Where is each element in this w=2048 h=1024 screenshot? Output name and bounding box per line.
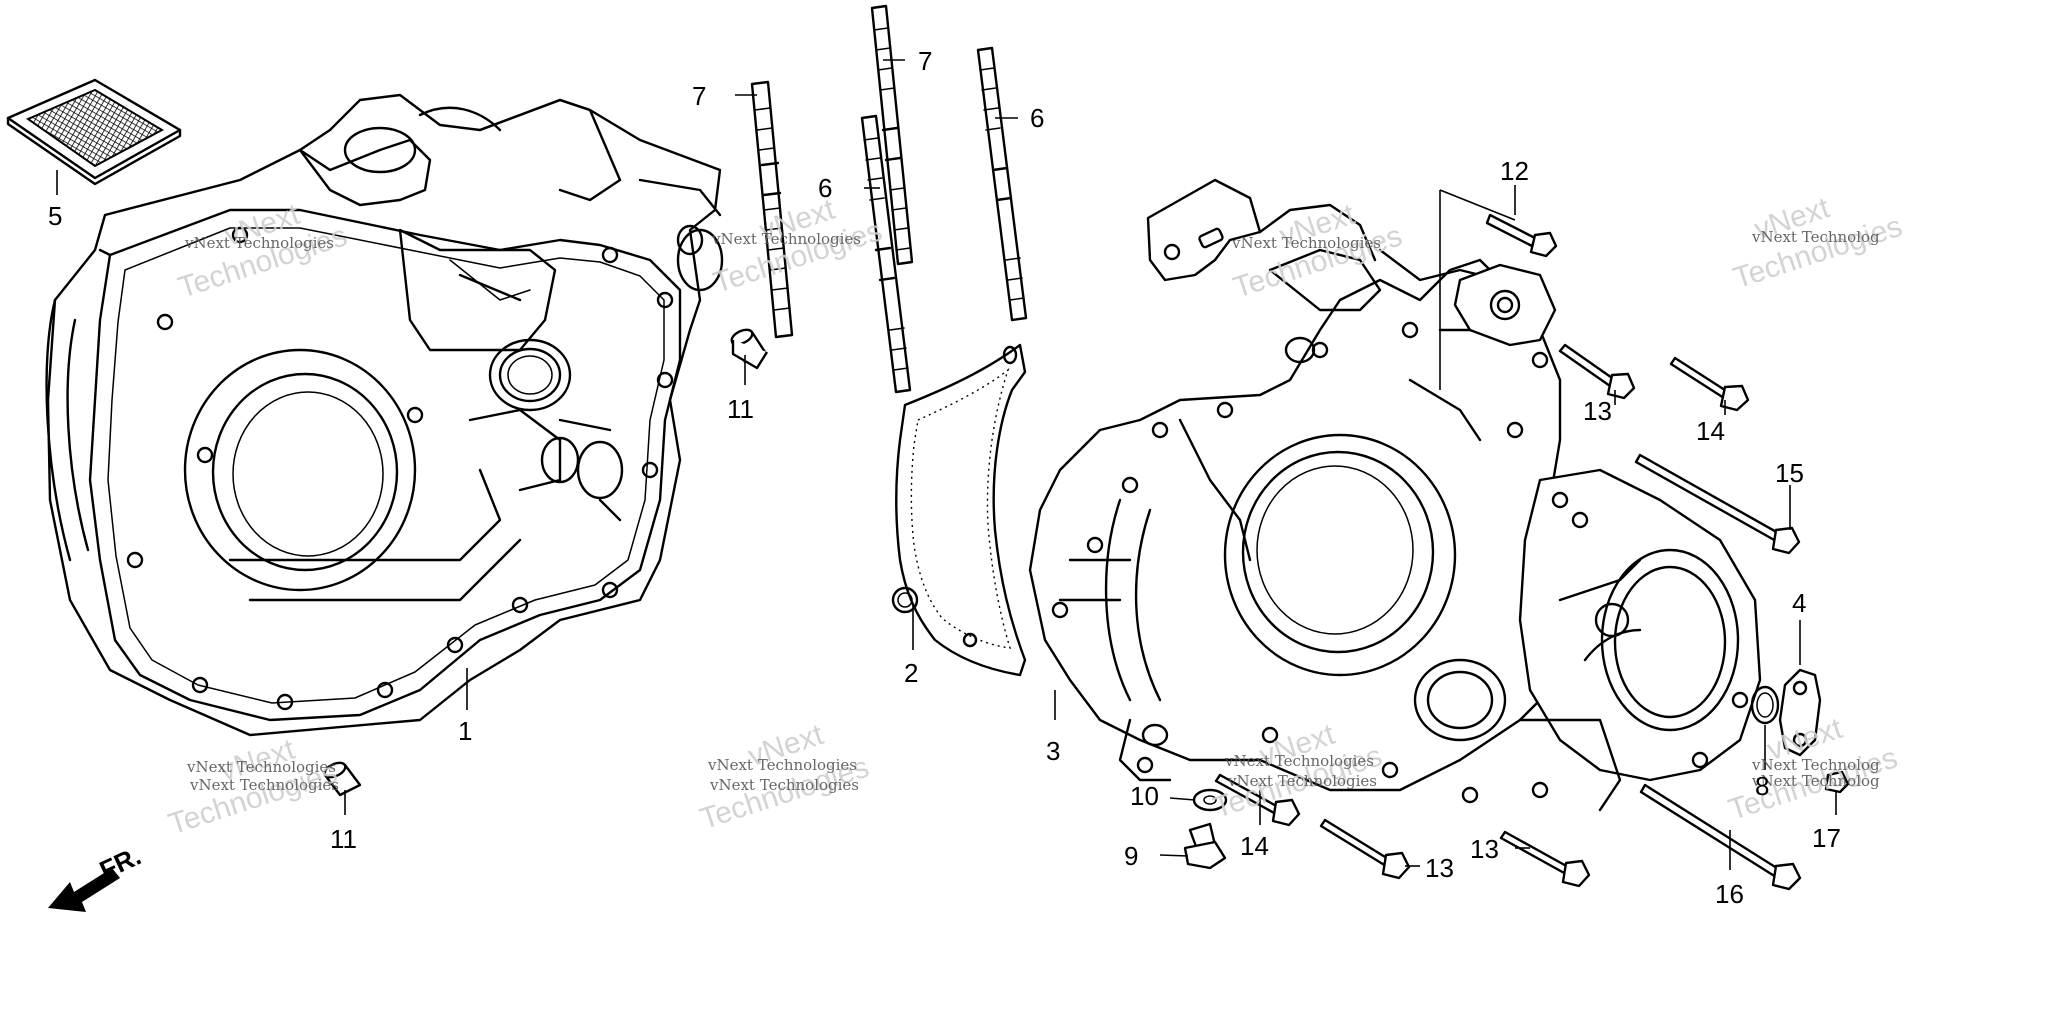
callout-11a: 11: [727, 394, 754, 424]
front-direction-arrow: FR.: [48, 841, 146, 912]
flange-bolt-13-upper: [1558, 343, 1636, 400]
right-crankcase-half: [1028, 178, 1762, 812]
o-ring: [1750, 685, 1780, 725]
watermark-small-6: vNext Technologies: [707, 756, 857, 774]
stud-bolt-7-long: [870, 4, 914, 266]
callout-7a: 7: [692, 81, 706, 111]
bearing-retainer-plate: [1778, 668, 1822, 757]
callout-2: 2: [904, 658, 918, 688]
callout-13c: 13: [1470, 834, 1499, 864]
callout-16: 16: [1715, 879, 1744, 909]
flange-bolt-13-lower-right: [1499, 830, 1591, 888]
watermark-small-7: vNext Technologies: [1224, 752, 1374, 770]
callout-14b: 14: [1240, 831, 1269, 861]
watermark-small-5: vNext Technologies: [186, 758, 336, 776]
stud-bolt-6-middle: [860, 114, 912, 394]
flange-bolt-14-upper: [1669, 356, 1750, 412]
callout-6b: 6: [1030, 103, 1044, 133]
watermark-small-3: vNext Technologies: [1231, 234, 1381, 252]
callout-4: 4: [1792, 588, 1806, 618]
watermark-small-6b: vNext Technologies: [709, 776, 859, 794]
watermark-small-5b: vNext Technologies: [189, 776, 339, 794]
left-crankcase-half: [45, 93, 724, 737]
watermark-small-8: vNext Technolog: [1751, 756, 1880, 774]
leader-lines: [56, 59, 1837, 870]
stud-bolt-6-right: [976, 46, 1028, 322]
left-case-bolt-holes: [126, 226, 674, 711]
bolt-17: [1824, 770, 1850, 794]
watermark-small-8b: vNext Technolog: [1751, 772, 1880, 790]
flange-bolt-12: [1485, 213, 1558, 258]
drain-bolt-9: [1183, 822, 1227, 870]
callout-13b: 13: [1425, 853, 1454, 883]
right-case-bolt-holes: [1051, 321, 1569, 804]
callout-10: 10: [1130, 781, 1159, 811]
dowel-pin-upper: [730, 328, 769, 370]
long-bolt-16: [1639, 783, 1802, 891]
callout-8: 8: [1755, 771, 1769, 801]
callout-9: 9: [1124, 841, 1138, 871]
callout-13a: 13: [1583, 396, 1612, 426]
oil-strainer-screen: [6, 78, 182, 186]
callout-7b: 7: [918, 46, 932, 76]
watermark-small-1: vNext Technologies: [184, 234, 334, 252]
callout-15: 15: [1775, 458, 1804, 488]
callout-11b: 11: [330, 824, 357, 854]
long-bolt-15: [1634, 453, 1801, 555]
watermark-small-2: vNext Technologies: [711, 230, 861, 248]
callout-1: 1: [458, 716, 472, 746]
callout-17: 17: [1812, 823, 1841, 853]
stud-bolt-7-short: [750, 80, 794, 339]
callout-5: 5: [48, 201, 62, 231]
callout-14a: 14: [1696, 416, 1725, 446]
callout-6a: 6: [818, 173, 832, 203]
watermark-small-7b: vNext Technologies: [1227, 772, 1377, 790]
flange-bolt-13-lower-left: [1319, 818, 1411, 880]
watermark-small-4: vNext Technolog: [1751, 228, 1880, 246]
crankcase-gasket: [891, 343, 1027, 677]
dowel-pin-lower: [323, 761, 362, 797]
callout-labels: 1 2 3 4 5 6 6 7 7 8 9 10 11 11 12 13 13 …: [48, 46, 1841, 909]
callout-12: 12: [1500, 156, 1529, 186]
callout-3: 3: [1046, 736, 1060, 766]
